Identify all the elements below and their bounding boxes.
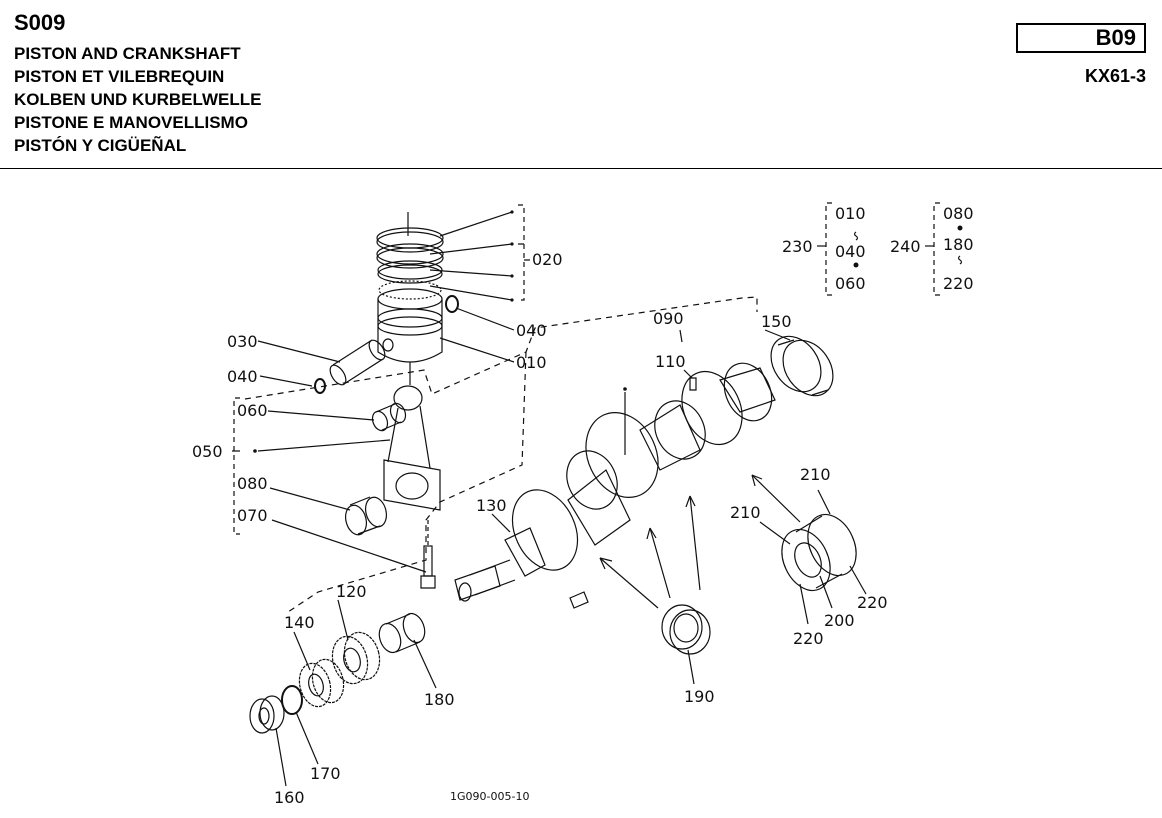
- group-bracket-050: [233, 397, 240, 535]
- small-end-bush: [371, 402, 407, 432]
- callout-050: 050: [192, 442, 223, 461]
- circlip-lower: [314, 378, 326, 394]
- callout-020: 020: [532, 250, 563, 269]
- callout-070: 070: [237, 506, 268, 525]
- crankshaft: [454, 362, 776, 601]
- figure-number: 1G090-005-10: [450, 790, 529, 803]
- crank-sprocket-pin: [458, 582, 472, 602]
- circlip-upper: [445, 295, 459, 313]
- crank-dowel: [689, 377, 697, 391]
- range-tilde-230: [853, 231, 859, 241]
- piston-rings: [376, 227, 444, 300]
- set-230-label: 230: [782, 237, 813, 256]
- callout-110: 110: [655, 352, 686, 371]
- callout-220-left: 220: [793, 629, 824, 648]
- callout-160: 160: [274, 788, 305, 807]
- callout-210-upper: 210: [800, 465, 831, 484]
- collar-160: [249, 695, 285, 734]
- set-230-mid: 040: [835, 242, 866, 261]
- set-240-mid: 180: [943, 235, 974, 254]
- crank-key: [569, 591, 589, 609]
- range-tilde-240: [957, 255, 963, 265]
- callout-210-lower: 210: [730, 503, 761, 522]
- connecting-rod: [383, 385, 441, 511]
- conrod-bolt: [420, 520, 436, 589]
- set-230-bottom: 060: [835, 274, 866, 293]
- piston-pin: [329, 339, 386, 386]
- assembly-arrows: [599, 474, 801, 609]
- callout-040-lower: 040: [227, 367, 258, 386]
- set-bracket-230: [825, 202, 832, 296]
- callout-170: 170: [310, 764, 341, 783]
- callout-080: 080: [237, 474, 268, 493]
- model-name: KX61-3: [1084, 66, 1146, 86]
- callout-180: 180: [424, 690, 455, 709]
- set-bracket-240: [933, 202, 940, 296]
- callout-150: 150: [761, 312, 792, 331]
- crank-gear-120: [331, 631, 381, 685]
- callout-190: 190: [684, 687, 715, 706]
- callout-030: 030: [227, 332, 258, 351]
- callout-140: 140: [284, 613, 315, 632]
- callout-040-upper: 040: [516, 321, 547, 340]
- callout-120: 120: [336, 582, 367, 601]
- callout-010: 010: [516, 353, 547, 372]
- title-it: PISTONE E MANOVELLISMO: [14, 113, 248, 132]
- oil-seal: [770, 335, 834, 397]
- set-240-bottom: 220: [943, 274, 974, 293]
- title-fr: PISTON ET VILEBREQUIN: [14, 67, 225, 86]
- callout-130: 130: [476, 496, 507, 515]
- title-es: PISTÓN Y CIGÜEÑAL: [14, 136, 187, 155]
- page-reference-box: B09: [1016, 23, 1146, 53]
- header-divider: [0, 168, 1162, 169]
- leader-lines: [232, 211, 867, 787]
- group-bracket-020: [518, 204, 525, 301]
- leader-dots: [253, 210, 963, 453]
- callout-200: 200: [824, 611, 855, 630]
- set-240-top: 080: [943, 204, 974, 223]
- set-230-top: 010: [835, 204, 866, 223]
- callout-220-right: 220: [857, 593, 888, 612]
- set-240-label: 240: [890, 237, 921, 256]
- callout-060: 060: [237, 401, 268, 420]
- main-bearing-190: [661, 604, 711, 655]
- title-de: KOLBEN UND KURBELWELLE: [14, 90, 262, 109]
- title-en: PISTON AND CRANKSHAFT: [14, 44, 241, 63]
- group-outline-090: [244, 296, 758, 613]
- piston: [377, 288, 443, 385]
- conrod-bearing: [344, 496, 388, 536]
- bearing-case: [781, 513, 857, 592]
- header-block: S009 PISTON AND CRANKSHAFT PISTON ET VIL…: [14, 10, 261, 157]
- main-bearing-180: [378, 612, 426, 654]
- section-code: S009: [14, 10, 66, 35]
- crank-gear-140: [298, 658, 345, 708]
- callout-090: 090: [653, 309, 684, 328]
- o-ring-170: [281, 685, 303, 715]
